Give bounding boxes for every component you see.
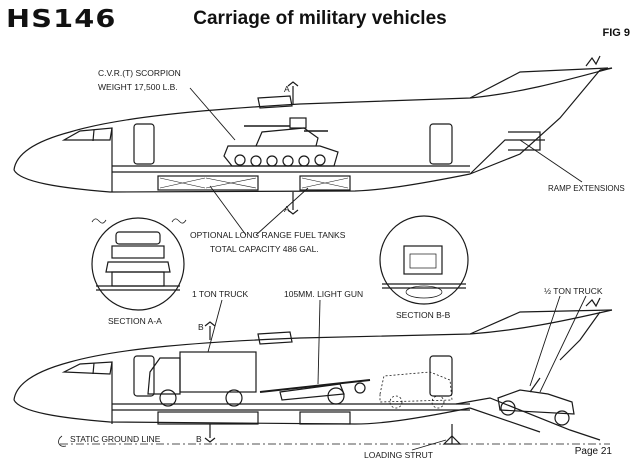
section-a-top-marker: A [284, 84, 290, 94]
lower-fuselage [13, 297, 613, 447]
ramp-extensions-label: RAMP EXTENSIONS [548, 184, 625, 193]
leader-lines-lower [207, 295, 587, 451]
fuel-tanks-label: OPTIONAL LONG RANGE FUEL TANKS [190, 230, 346, 240]
page-number: Page 21 [574, 446, 612, 457]
section-b-bottom-marker: B [196, 434, 202, 444]
scorpion-tank [223, 117, 339, 167]
half-ton-truck-label: ½ TON TRUCK [544, 286, 603, 296]
stored-vehicle-outline [379, 371, 453, 409]
section-b-b [379, 215, 469, 305]
light-gun [259, 379, 371, 405]
fuel-capacity-label: TOTAL CAPACITY 486 GAL. [210, 244, 319, 254]
section-a-bottom-marker: A [284, 204, 290, 214]
one-ton-truck-label: 1 TON TRUCK [192, 289, 249, 299]
section-a-a [91, 217, 187, 311]
figure-number: FIG 9 [602, 27, 630, 39]
section-b-top-marker: B [198, 322, 204, 332]
weight-label: WEIGHT 17,500 L.B. [98, 82, 178, 92]
half-ton-truck [497, 377, 575, 426]
one-ton-truck [147, 351, 257, 407]
leader-lines-upper [189, 87, 583, 236]
section-bb-label: SECTION B-B [396, 310, 451, 320]
section-aa-label: SECTION A-A [108, 316, 162, 326]
page-title: Carriage of military vehicles [193, 8, 447, 29]
hs146-logo: HS146 [6, 4, 117, 33]
cvr-scorpion-label: C.V.R.(T) SCORPION [98, 68, 181, 78]
upper-fuselage [13, 55, 613, 215]
ground-line-label: STATIC GROUND LINE [70, 434, 161, 444]
light-gun-label: 105MM. LIGHT GUN [284, 289, 363, 299]
loading-strut-label: LOADING STRUT [364, 450, 433, 460]
